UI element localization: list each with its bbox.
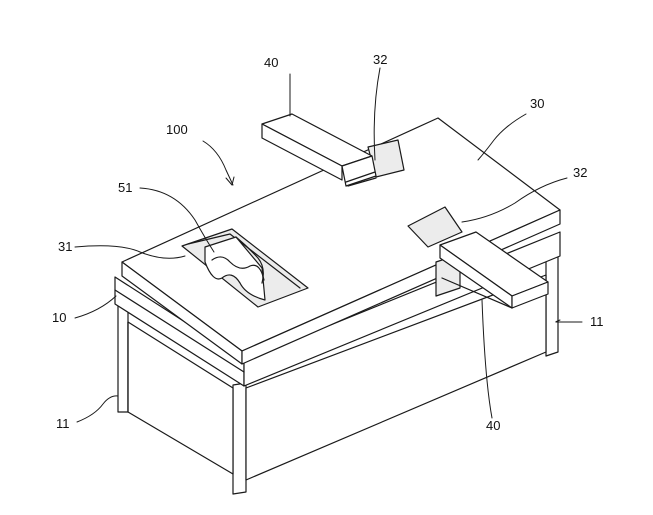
- leg-front-left: [117, 301, 129, 413]
- chute-back-end: [341, 155, 377, 187]
- tray-wave-body: [204, 236, 266, 301]
- cabinet-side-panel: [245, 274, 547, 481]
- leg-front-center: [232, 382, 247, 495]
- chute-back-front: [261, 123, 343, 181]
- label-40-chute-back: 40: [264, 55, 278, 70]
- label-10-frame: 10: [52, 310, 66, 325]
- leader-lines: [74, 67, 583, 423]
- opening-right-recess: [407, 206, 463, 248]
- label-11-leg-right: 11: [590, 314, 604, 329]
- label-30-cover: 30: [530, 96, 544, 111]
- label-11-leg-left: 11: [56, 416, 70, 431]
- label-51-tray: 51: [118, 180, 132, 195]
- label-31-slot: 31: [58, 239, 72, 254]
- chute-back: [261, 113, 377, 187]
- reference-labels: 100 30 10 11 11 31 32 32 40 40 51: [52, 52, 604, 433]
- chute-right-end: [511, 281, 549, 309]
- label-40-chute-right: 40: [486, 418, 500, 433]
- tray: [204, 236, 266, 301]
- label-100: 100: [166, 122, 188, 137]
- label-32-opening-back: 32: [373, 52, 387, 67]
- label-32-opening-right: 32: [573, 165, 587, 180]
- chute-right: [439, 231, 549, 309]
- cabinet: [127, 274, 547, 481]
